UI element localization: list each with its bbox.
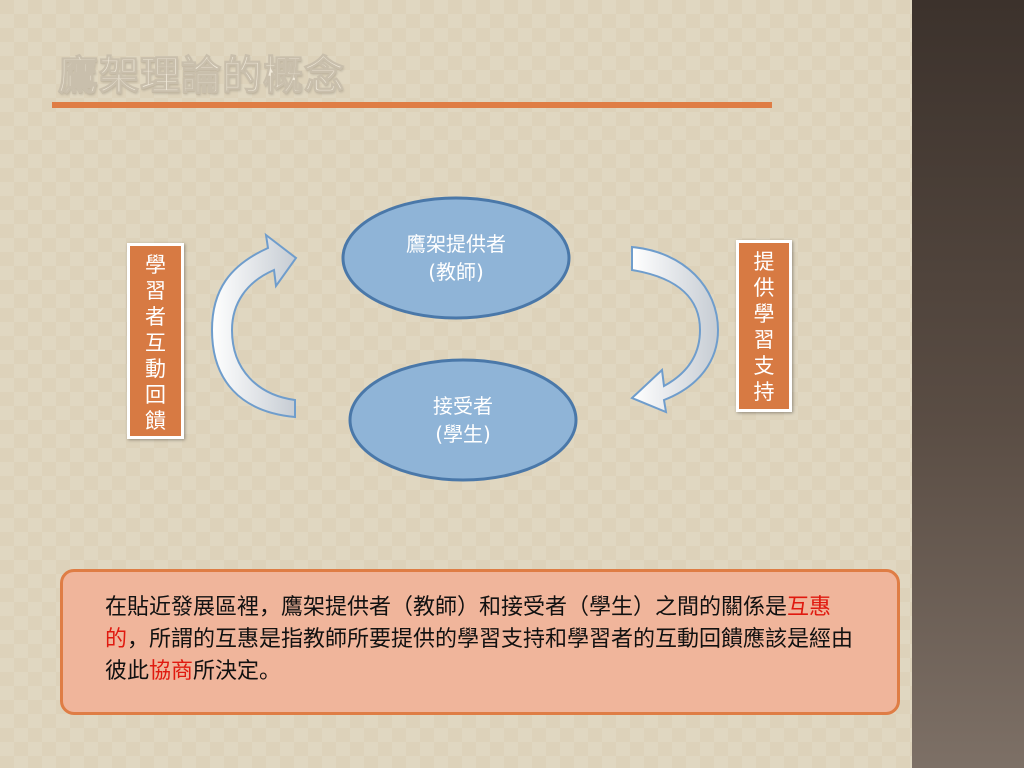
title-underline: [52, 102, 772, 108]
teacher-node: [341, 196, 571, 320]
explanation-box: 在貼近發展區裡，鷹架提供者（教師）和接受者（學生）之間的關係是互惠的，所謂的互惠…: [60, 569, 900, 715]
learner-feedback-label: 學習者互動回饋: [127, 243, 184, 439]
explanation-text-3: 所決定。: [193, 659, 282, 684]
student-node-label: 接受者 (學生): [363, 392, 563, 448]
student-node-role: (學生): [435, 422, 491, 446]
teacher-node-label: 鷹架提供者 (教師): [356, 230, 556, 286]
teacher-node-title: 鷹架提供者: [406, 232, 506, 256]
slide: 鷹架理論的概念 鷹架提供者 (教師) 接受者 (學生) 學習者互動回饋 提供學習…: [0, 0, 912, 768]
student-node-title: 接受者: [433, 394, 493, 418]
decorative-sidebar: [912, 0, 1024, 768]
student-node: [348, 358, 578, 482]
explanation-text-2: ，所謂的互惠是指教師所要提供的學習支持和學習者的互動回饋應該是經由彼此: [105, 627, 854, 684]
highlight-negotiation: 協商: [149, 659, 194, 684]
slide-title: 鷹架理論的概念: [58, 53, 345, 100]
learning-support-label: 提供學習支持: [736, 240, 792, 412]
highlight-reciprocal: 互惠的: [105, 595, 832, 652]
learner-feedback-text: 學習者互動回饋: [145, 253, 166, 433]
scaffolding-diagram: [210, 196, 720, 482]
teacher-node-role: (教師): [428, 260, 484, 284]
learning-support-text: 提供學習支持: [753, 250, 775, 404]
curved-arrow-up-icon: [210, 232, 298, 419]
explanation-text-1: 在貼近發展區裡，鷹架提供者（教師）和接受者（學生）之間的關係是: [105, 595, 788, 620]
curved-arrow-down-icon: [630, 245, 720, 414]
